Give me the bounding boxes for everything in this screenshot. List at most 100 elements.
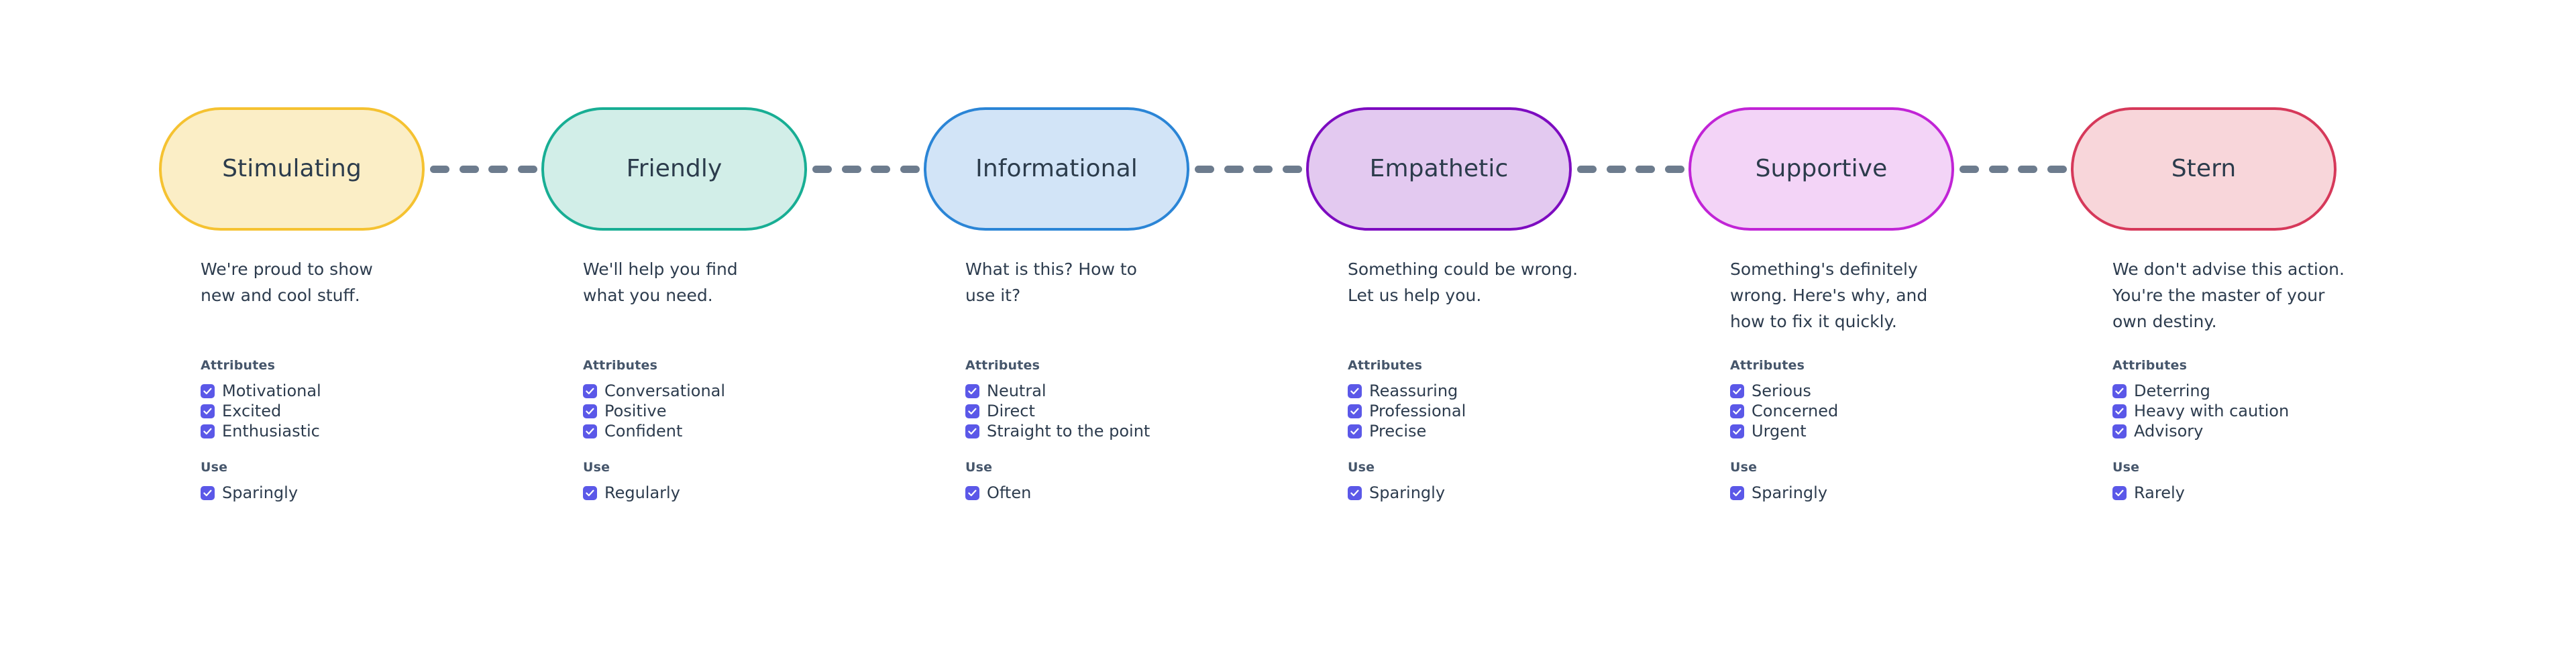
tone-pill[interactable]: Stimulating <box>159 107 425 231</box>
attribute-item[interactable]: Concerned <box>1730 401 2045 421</box>
checkmark-icon[interactable] <box>201 404 215 418</box>
checkmark-icon[interactable] <box>583 384 597 398</box>
tone-description-line: Something could be wrong. <box>1348 259 1578 279</box>
checkmark-icon[interactable] <box>583 404 597 418</box>
checkmark-icon[interactable] <box>1730 485 1744 500</box>
tone-column: Stern We don't advise this action.You're … <box>2071 0 2453 649</box>
use-heading: Use <box>1730 460 1758 475</box>
dash-segment <box>1195 165 1214 173</box>
attributes-heading: Attributes <box>201 358 276 373</box>
checkmark-icon[interactable] <box>201 424 215 438</box>
checkbox-label: Direct <box>987 402 1035 420</box>
checkmark-icon[interactable] <box>965 384 979 398</box>
checkmark-icon[interactable] <box>201 384 215 398</box>
tone-pill[interactable]: Supportive <box>1688 107 1954 231</box>
dashed-line-icon <box>1195 164 1302 174</box>
attribute-item[interactable]: Serious <box>1730 381 2045 401</box>
tone-description: Something could be wrong.Let us help you… <box>1348 256 1629 308</box>
use-heading: Use <box>965 460 993 475</box>
attribute-item[interactable]: Enthusiastic <box>201 421 516 441</box>
tone-pill[interactable]: Empathetic <box>1306 107 1572 231</box>
tone-pill-shape: Supportive <box>1688 107 1954 231</box>
checkmark-icon[interactable] <box>583 485 597 500</box>
checkbox-label: Sparingly <box>1369 483 1446 502</box>
attributes-heading: Attributes <box>2112 358 2188 373</box>
attribute-item[interactable]: Motivational <box>201 381 516 401</box>
checkmark-icon[interactable] <box>1348 404 1362 418</box>
checkbox-label: Heavy with caution <box>2134 402 2290 420</box>
attribute-item[interactable]: Urgent <box>1730 421 2045 441</box>
tone-pill-shape: Informational <box>924 107 1189 231</box>
dashed-line-icon <box>430 164 537 174</box>
dashed-line-icon <box>812 164 920 174</box>
checkmark-icon[interactable] <box>1348 424 1362 438</box>
use-heading: Use <box>201 460 228 475</box>
checkmark-icon[interactable] <box>1730 404 1744 418</box>
tone-pill-shape: Empathetic <box>1306 107 1572 231</box>
checkbox-label: Conversational <box>604 381 726 400</box>
dash-segment <box>1253 165 1273 173</box>
tone-description: We don't advise this action.You're the m… <box>2112 256 2394 335</box>
checkmark-icon[interactable] <box>583 424 597 438</box>
use-item[interactable]: Sparingly <box>1348 483 1663 503</box>
checkmark-icon[interactable] <box>2112 384 2127 398</box>
checkbox-label: Motivational <box>222 381 321 400</box>
dash-segment <box>1664 165 1684 173</box>
checkbox-label: Urgent <box>1752 422 1807 440</box>
attributes-heading: Attributes <box>583 358 658 373</box>
tone-description-line: We're proud to show <box>201 259 373 279</box>
attribute-item[interactable]: Professional <box>1348 401 1663 421</box>
checkbox-label: Sparingly <box>222 483 299 502</box>
use-item[interactable]: Rarely <box>2112 483 2428 503</box>
use-item[interactable]: Sparingly <box>201 483 516 503</box>
use-item[interactable]: Sparingly <box>1730 483 2045 503</box>
checkmark-icon[interactable] <box>1348 384 1362 398</box>
attribute-item[interactable]: Excited <box>201 401 516 421</box>
attribute-item[interactable]: Deterring <box>2112 381 2428 401</box>
tone-description-line: We'll help you find <box>583 259 738 279</box>
attribute-item[interactable]: Confident <box>583 421 898 441</box>
checkbox-label: Sparingly <box>1752 483 1828 502</box>
tone-description-line: You're the master of your <box>2112 286 2325 305</box>
dash-segment <box>517 165 537 173</box>
checkmark-icon[interactable] <box>965 404 979 418</box>
attribute-item[interactable]: Heavy with caution <box>2112 401 2428 421</box>
checkmark-icon[interactable] <box>2112 485 2127 500</box>
tone-description-line: what you need. <box>583 286 713 305</box>
checkmark-icon[interactable] <box>1730 384 1744 398</box>
tone-pill-label: Stimulating <box>222 155 362 182</box>
checkmark-icon[interactable] <box>1348 485 1362 500</box>
tone-description-line: own destiny. <box>2112 312 2217 331</box>
tone-pill[interactable]: Stern <box>2071 107 2337 231</box>
attribute-item[interactable]: Straight to the point <box>965 421 1281 441</box>
attribute-item[interactable]: Positive <box>583 401 898 421</box>
checkmark-icon[interactable] <box>2112 404 2127 418</box>
checkmark-icon[interactable] <box>965 485 979 500</box>
checkmark-icon[interactable] <box>201 485 215 500</box>
checkmark-icon[interactable] <box>965 424 979 438</box>
use-item[interactable]: Often <box>965 483 1281 503</box>
attribute-item[interactable]: Reassuring <box>1348 381 1663 401</box>
tone-description-line: Something's definitely <box>1730 259 1918 279</box>
tone-pill[interactable]: Informational <box>924 107 1189 231</box>
checkmark-icon[interactable] <box>1730 424 1744 438</box>
attribute-item[interactable]: Direct <box>965 401 1281 421</box>
attribute-item[interactable]: Precise <box>1348 421 1663 441</box>
attribute-item[interactable]: Neutral <box>965 381 1281 401</box>
attribute-item[interactable]: Advisory <box>2112 421 2428 441</box>
checkbox-label: Concerned <box>1752 402 1839 420</box>
attribute-item[interactable]: Conversational <box>583 381 898 401</box>
checkbox-label: Reassuring <box>1369 381 1458 400</box>
tone-pill-label: Stern <box>2171 155 2237 182</box>
use-item[interactable]: Regularly <box>583 483 898 503</box>
checkmark-icon[interactable] <box>2112 424 2127 438</box>
tone-pill[interactable]: Friendly <box>541 107 807 231</box>
dash-segment <box>459 165 479 173</box>
